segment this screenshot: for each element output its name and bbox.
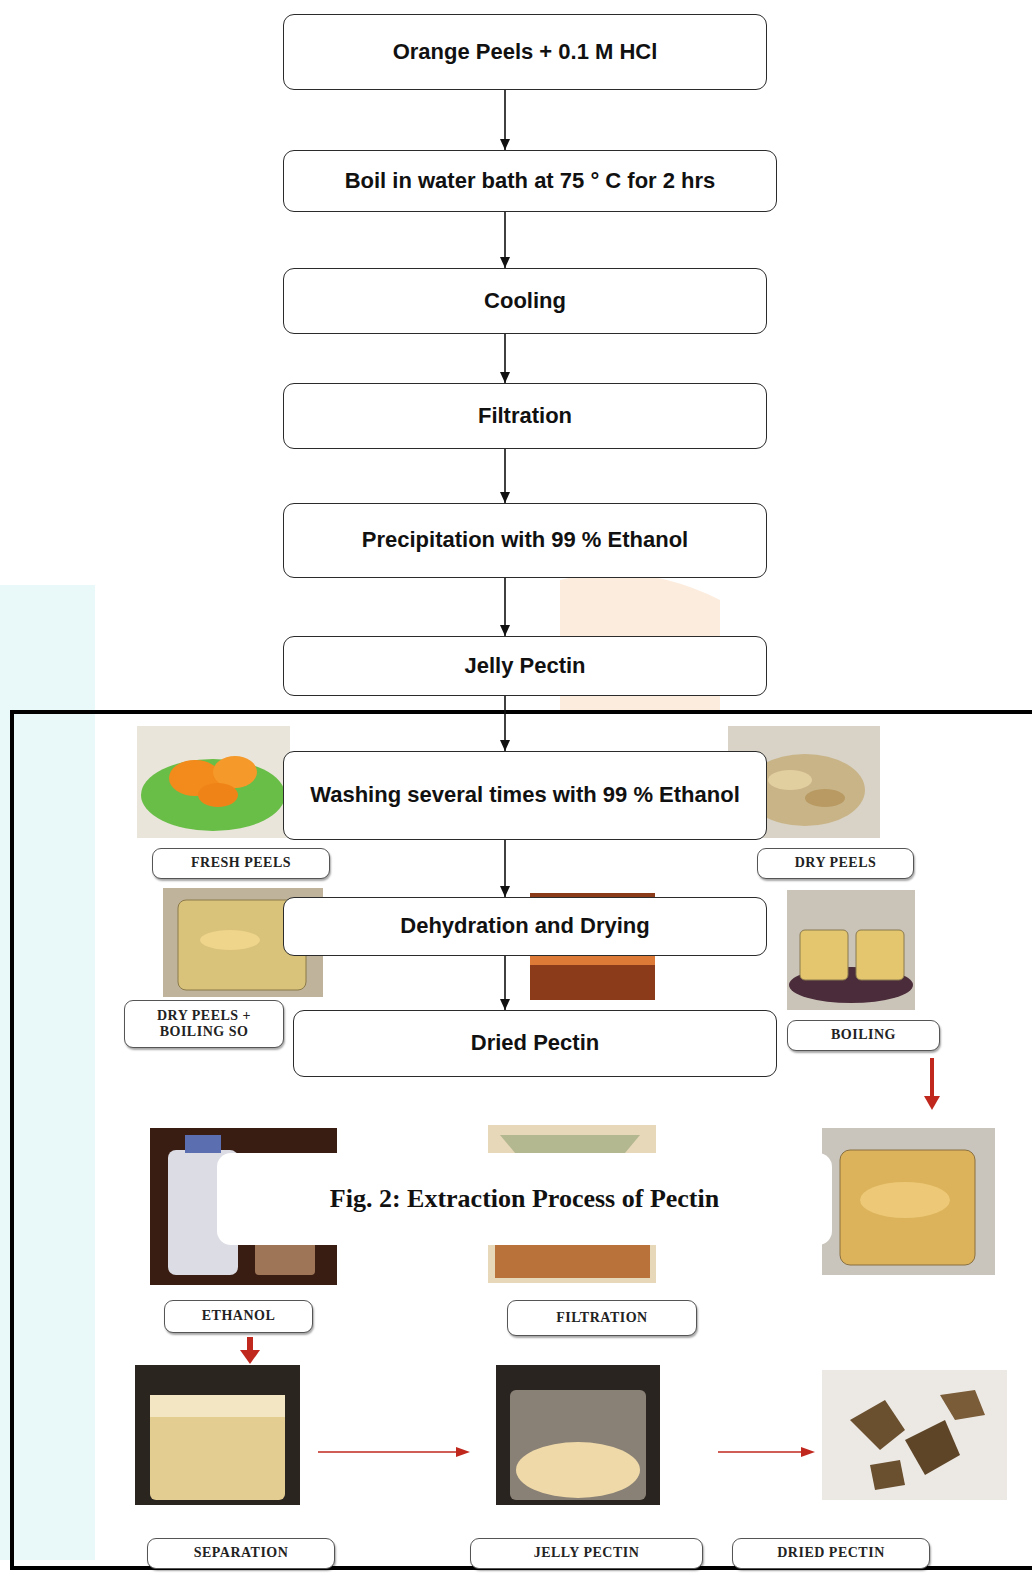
peels xyxy=(200,930,260,950)
label-text: ETHANOL xyxy=(202,1308,276,1324)
flow-arrow xyxy=(504,212,506,268)
step-text: Cooling xyxy=(484,287,566,316)
photo-fresh-peels xyxy=(137,726,290,838)
dry-peels xyxy=(768,770,812,790)
photo-label: SEPARATION xyxy=(147,1538,335,1569)
watermark-shape xyxy=(0,585,95,1560)
beaker xyxy=(150,1395,285,1500)
beaker xyxy=(840,1150,975,1265)
red-arrow-shaft xyxy=(718,1451,803,1453)
jelly xyxy=(516,1442,640,1498)
label-text: DRIED PECTIN xyxy=(777,1545,885,1561)
step-text: Boil in water bath at 75 ° C for 2 hrs xyxy=(345,167,716,196)
filtrate xyxy=(495,1240,650,1278)
flow-arrow xyxy=(504,578,506,636)
red-arrow-shaft xyxy=(318,1451,458,1453)
photo-ground xyxy=(135,1365,300,1505)
step-text: Washing several times with 99 % Ethanol xyxy=(310,781,740,810)
photo-ground xyxy=(137,726,290,838)
red-arrow xyxy=(718,1447,815,1457)
flow-arrow xyxy=(504,696,506,751)
process-box: Boil in water bath at 75 ° C for 2 hrs xyxy=(283,150,777,212)
label-text: SEPARATION xyxy=(194,1545,289,1561)
process-box: Orange Peels + 0.1 M HCl xyxy=(283,14,767,90)
photo-label: DRY PEELS + BOILING SO xyxy=(124,1000,284,1048)
photo-label: BOILING xyxy=(787,1020,940,1051)
process-box: Cooling xyxy=(283,268,767,334)
flake xyxy=(870,1460,905,1490)
label-text: FILTRATION xyxy=(556,1310,647,1326)
process-box: Dehydration and Drying xyxy=(283,897,767,956)
photo-ground xyxy=(787,890,915,1010)
label-text: FRESH PEELS xyxy=(191,855,291,871)
label-text: BOILING xyxy=(831,1027,896,1043)
red-arrow xyxy=(240,1337,260,1364)
step-text: Filtration xyxy=(478,402,572,431)
dry-peels xyxy=(805,789,845,807)
peels xyxy=(860,1182,950,1218)
label-text: JELLY PECTIN xyxy=(534,1545,640,1561)
process-box: Precipitation with 99 % Ethanol xyxy=(283,503,767,578)
peel xyxy=(198,783,238,807)
bottle-cap xyxy=(185,1135,221,1153)
red-arrow-head xyxy=(456,1447,470,1457)
photo-ground xyxy=(822,1370,1007,1500)
red-arrow-head xyxy=(924,1096,940,1110)
flake xyxy=(940,1390,985,1420)
photo-separation xyxy=(135,1365,300,1505)
label-text: DRY PEELS xyxy=(795,855,877,871)
beaker xyxy=(856,930,904,980)
photo-boiling xyxy=(787,890,915,1010)
beaker xyxy=(800,930,848,980)
photo-label: FILTRATION xyxy=(507,1300,697,1336)
photo-ground xyxy=(496,1365,660,1505)
red-arrow xyxy=(924,1058,940,1110)
red-arrow-shaft xyxy=(930,1058,934,1098)
photo-label: FRESH PEELS xyxy=(152,848,330,879)
photo-extract xyxy=(822,1128,995,1275)
photo-jelly-pectin xyxy=(496,1365,660,1505)
red-arrow-head xyxy=(801,1447,815,1457)
process-box: Dried Pectin xyxy=(293,1010,777,1077)
step-text: Jelly Pectin xyxy=(464,652,585,681)
flow-arrow xyxy=(504,334,506,383)
flake xyxy=(850,1400,905,1450)
caption-box: Fig. 2: Extraction Process of Pectin xyxy=(217,1153,832,1245)
panel-border xyxy=(12,712,1032,1568)
photo-ground xyxy=(822,1128,995,1275)
flow-arrow xyxy=(504,840,506,897)
step-text: Precipitation with 99 % Ethanol xyxy=(362,526,688,555)
label-text: DRY PEELS + BOILING SO xyxy=(133,1008,275,1040)
process-box: Jelly Pectin xyxy=(283,636,767,696)
flow-arrow xyxy=(504,449,506,503)
photo-label: ETHANOL xyxy=(164,1300,313,1333)
liquid-top xyxy=(150,1395,285,1417)
photo-label: DRIED PECTIN xyxy=(732,1538,930,1569)
photo-label: DRY PEELS xyxy=(757,848,914,879)
photo-dried-pectin xyxy=(822,1370,1007,1500)
flake xyxy=(905,1420,960,1475)
step-text: Dehydration and Drying xyxy=(400,912,649,941)
beaker xyxy=(510,1390,646,1500)
photo-label: JELLY PECTIN xyxy=(470,1538,703,1569)
flow-arrow xyxy=(504,956,506,1010)
process-box: Washing several times with 99 % Ethanol xyxy=(283,751,767,840)
process-box: Filtration xyxy=(283,383,767,449)
bowl xyxy=(141,759,285,831)
red-arrow-shaft xyxy=(247,1337,253,1352)
red-arrow xyxy=(318,1447,470,1457)
step-text: Dried Pectin xyxy=(471,1029,599,1058)
step-text: Orange Peels + 0.1 M HCl xyxy=(393,38,658,67)
figure-caption: Fig. 2: Extraction Process of Pectin xyxy=(330,1184,719,1214)
flow-arrow xyxy=(504,90,506,150)
red-arrow-head xyxy=(240,1350,260,1364)
